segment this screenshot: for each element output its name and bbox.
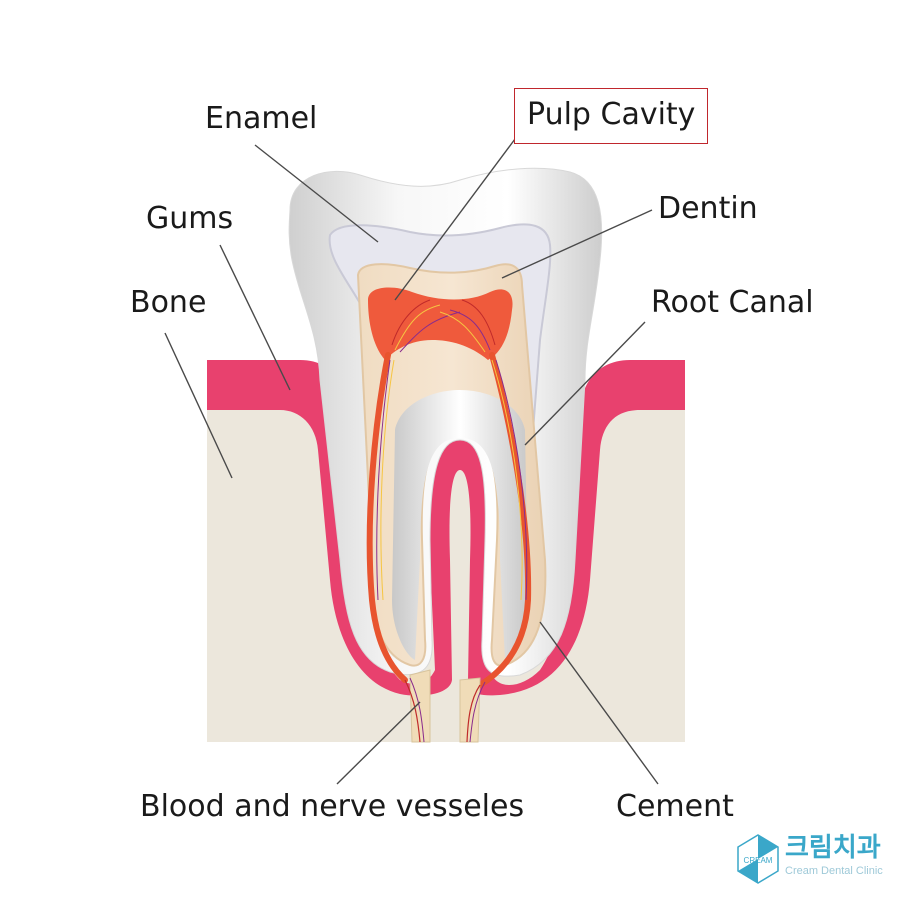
vessel-line-right-2 xyxy=(469,681,486,743)
logo-mark-letters: CREAM xyxy=(744,856,773,865)
leader-gums xyxy=(219,244,291,391)
label-gums: Gums xyxy=(146,201,234,236)
clinic-logo: CREAM 크림치과 Cream Dental Clinic xyxy=(735,833,895,885)
root-inner xyxy=(392,390,528,660)
pulp-cavity xyxy=(368,287,513,360)
leader-cement xyxy=(539,621,659,785)
clinic-name-english: Cream Dental Clinic xyxy=(785,865,883,877)
label-blood-nerve: Blood and nerve vesseles xyxy=(140,789,525,824)
root-canal-left xyxy=(366,352,408,683)
label-enamel: Enamel xyxy=(205,101,318,136)
clinic-name-korean: 크림치과 xyxy=(785,833,881,863)
leader-enamel xyxy=(254,144,379,243)
vessel-line-left xyxy=(404,679,421,743)
leader-root-canal xyxy=(524,321,646,446)
leader-pulp-cavity xyxy=(394,134,519,301)
label-bone: Bone xyxy=(130,285,207,320)
label-cement: Cement xyxy=(616,789,734,824)
label-pulp-cavity: Pulp Cavity xyxy=(514,88,709,144)
nerve-network xyxy=(376,299,528,601)
leader-blood-nerve xyxy=(336,701,421,785)
clinic-logo-icon: CREAM xyxy=(737,834,779,884)
label-root-canal: Root Canal xyxy=(651,285,814,320)
leader-dentin xyxy=(501,209,653,279)
label-dentin: Dentin xyxy=(658,191,758,226)
vessel-line-left-2 xyxy=(409,677,425,743)
vessel-line-right xyxy=(466,684,481,743)
vessel-left xyxy=(409,669,431,743)
leader-bone xyxy=(164,332,233,479)
